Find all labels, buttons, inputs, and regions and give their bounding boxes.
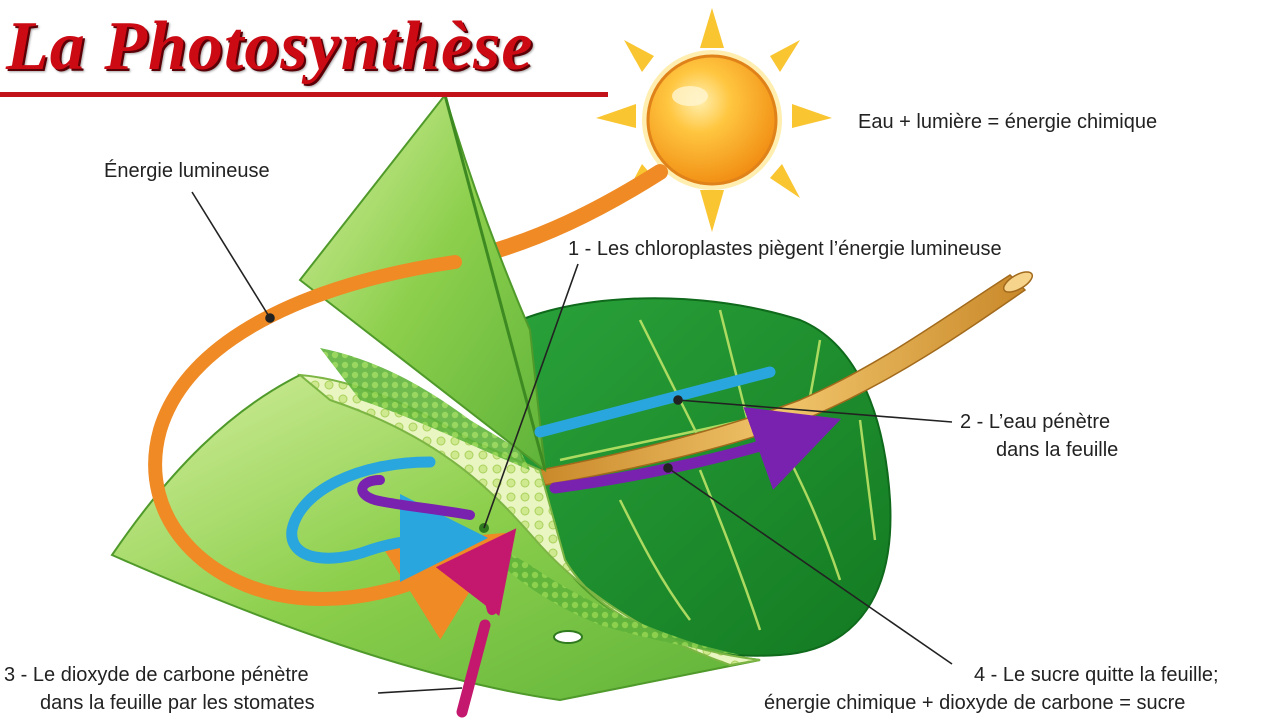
stoma	[553, 630, 583, 644]
step3-label-line2: dans la feuille par les stomates	[40, 692, 315, 714]
leaf-stem	[539, 274, 1027, 486]
upper-flap-edge	[443, 94, 547, 471]
light-energy-label: Énergie lumineuse	[104, 160, 270, 182]
step4-label-line1: 4 - Le sucre quitte la feuille;	[974, 664, 1219, 686]
sugar-arrow	[549, 407, 842, 494]
co2-stoma-arrow	[435, 528, 517, 617]
water-arrow	[534, 366, 776, 438]
title-underline	[0, 92, 608, 97]
step2-label-line2: dans la feuille	[996, 439, 1119, 461]
water-inflow-arrow	[286, 456, 488, 583]
leader-lines	[191, 191, 953, 694]
light-energy-arrow	[148, 255, 506, 640]
equation-label: Eau + lumière = énergie chimique	[858, 111, 1158, 133]
step4-label-line2: énergie chimique + dioxyde de carbone = …	[764, 692, 1186, 714]
sugar-inner-arrow	[357, 475, 475, 520]
co2-arrow	[456, 619, 491, 718]
step2-label-line1: 2 - L’eau pénètre	[960, 411, 1111, 433]
page-title: La Photosynthèse	[6, 8, 534, 85]
step1-label: 1 - Les chloroplastes piègent l’énergie …	[568, 238, 1002, 260]
mesophyll-layer	[320, 348, 530, 470]
step3-label-line1: 3 - Le dioxyde de carbone pénètre	[4, 664, 309, 686]
